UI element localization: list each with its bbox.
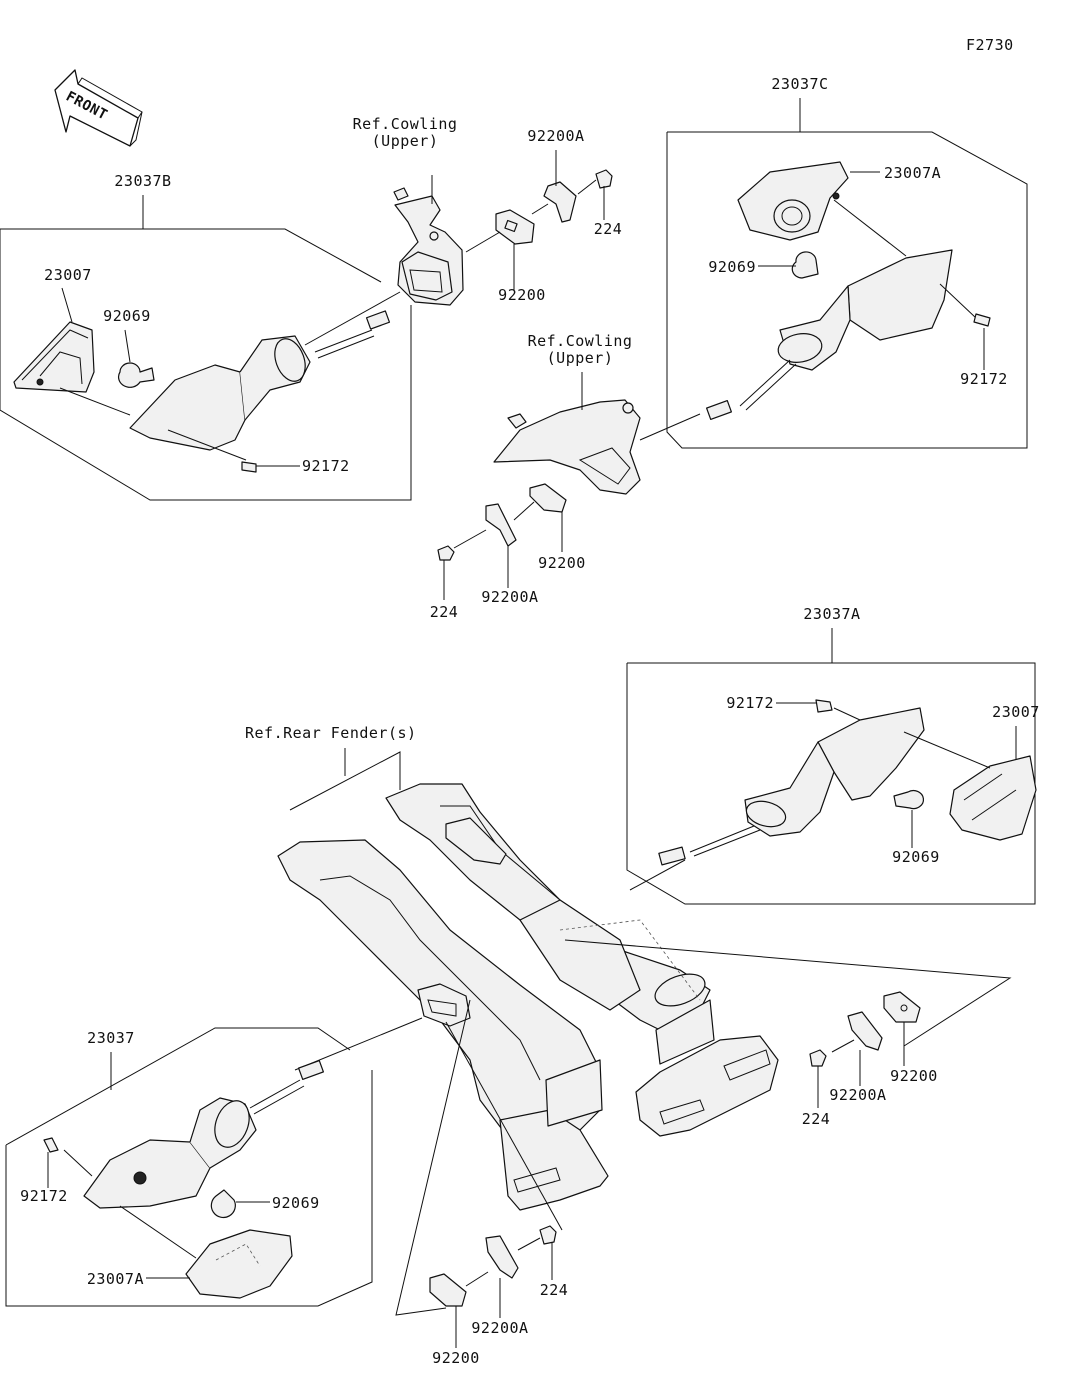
lens-23007A-icon	[737, 161, 849, 241]
assembly-outline-23037	[5, 1027, 373, 1307]
clip-92200A-right	[831, 1011, 883, 1053]
part-label: 224	[593, 220, 623, 238]
screw-92172-right	[776, 699, 861, 721]
lens-23007-icon	[13, 321, 95, 393]
plate-92200-mid	[513, 483, 567, 521]
clip-92200A-mid	[485, 503, 517, 547]
screw-92172-icon	[167, 429, 300, 473]
bulb-92069-right-top	[791, 251, 819, 279]
clip-92200A-bottom	[485, 1235, 541, 1279]
ref-cowling-upper-1: Ref.Cowling (Upper)	[352, 115, 458, 150]
turn-signal-body-23037C	[706, 199, 991, 421]
part-label: 224	[801, 1110, 831, 1128]
turn-signal-body-23037A	[658, 707, 925, 866]
assembly-23037B: 23037B	[114, 172, 172, 190]
turn-signal-body-23037	[63, 1059, 324, 1259]
part-label: 92069	[892, 848, 940, 866]
screw-224-mid	[437, 529, 487, 561]
part-label: 224	[539, 1281, 569, 1299]
part-label: 92200	[432, 1349, 480, 1367]
leader-lines	[47, 150, 1017, 1348]
bulb-92069-bottom	[210, 1189, 236, 1219]
part-label: 23007A	[86, 1270, 144, 1288]
part-label: 92200	[538, 554, 586, 572]
assembly-outline-23037A	[626, 628, 1036, 905]
lens-23007-right	[903, 731, 1037, 841]
plate-92200-right	[883, 991, 921, 1023]
part-label: 92172	[20, 1187, 68, 1205]
part-label: 92172	[960, 370, 1008, 388]
cowling-upper-bracket-1	[393, 187, 464, 306]
part-label: 23007	[44, 266, 92, 284]
plate-92200-top	[465, 209, 535, 253]
cowling-upper-bracket-2	[493, 399, 701, 495]
screw-224-bottom	[539, 1225, 557, 1245]
part-label: 92200A	[471, 1319, 529, 1337]
ref-cowling-upper-2: Ref.Cowling (Upper)	[527, 332, 633, 367]
screw-92172-bottom	[43, 1137, 59, 1153]
assembly-23037: 23037	[87, 1029, 135, 1047]
assembly-outline-23037C	[666, 98, 1028, 449]
part-label: 92200	[498, 286, 546, 304]
rear-fender-frame	[277, 748, 1012, 1316]
bulb-92069-right	[893, 789, 924, 810]
assembly-23037C: 23037C	[771, 75, 829, 93]
ref-rear-fender: Ref.Rear Fender(s)	[245, 724, 417, 742]
part-label: 92172	[726, 694, 774, 712]
part-label: 92200A	[527, 127, 585, 145]
part-label: 23007A	[884, 164, 942, 182]
part-label: 92172	[302, 457, 350, 475]
part-label: 92200	[890, 1067, 938, 1085]
turn-signal-body-23037B	[59, 291, 401, 451]
plate-92200-bottom	[429, 1271, 489, 1307]
screw-224-top	[595, 169, 613, 189]
lens-23007A-bottom	[185, 1229, 293, 1299]
part-label: 92200A	[481, 588, 539, 606]
part-label: 92069	[103, 307, 151, 325]
screw-224-right	[809, 1049, 827, 1067]
part-label: 92069	[708, 258, 756, 276]
figure-code: F2730	[966, 36, 1014, 54]
bulb-92069-icon	[117, 362, 155, 388]
front-arrow-icon	[54, 69, 143, 147]
part-label: 23007	[992, 703, 1040, 721]
assembly-23037A: 23037A	[803, 605, 861, 623]
part-label: 92069	[272, 1194, 320, 1212]
part-label: 92200A	[829, 1086, 887, 1104]
clip-92200A-top	[531, 179, 597, 223]
part-label: 224	[429, 603, 459, 621]
assembly-outline-23037B	[0, 195, 412, 501]
